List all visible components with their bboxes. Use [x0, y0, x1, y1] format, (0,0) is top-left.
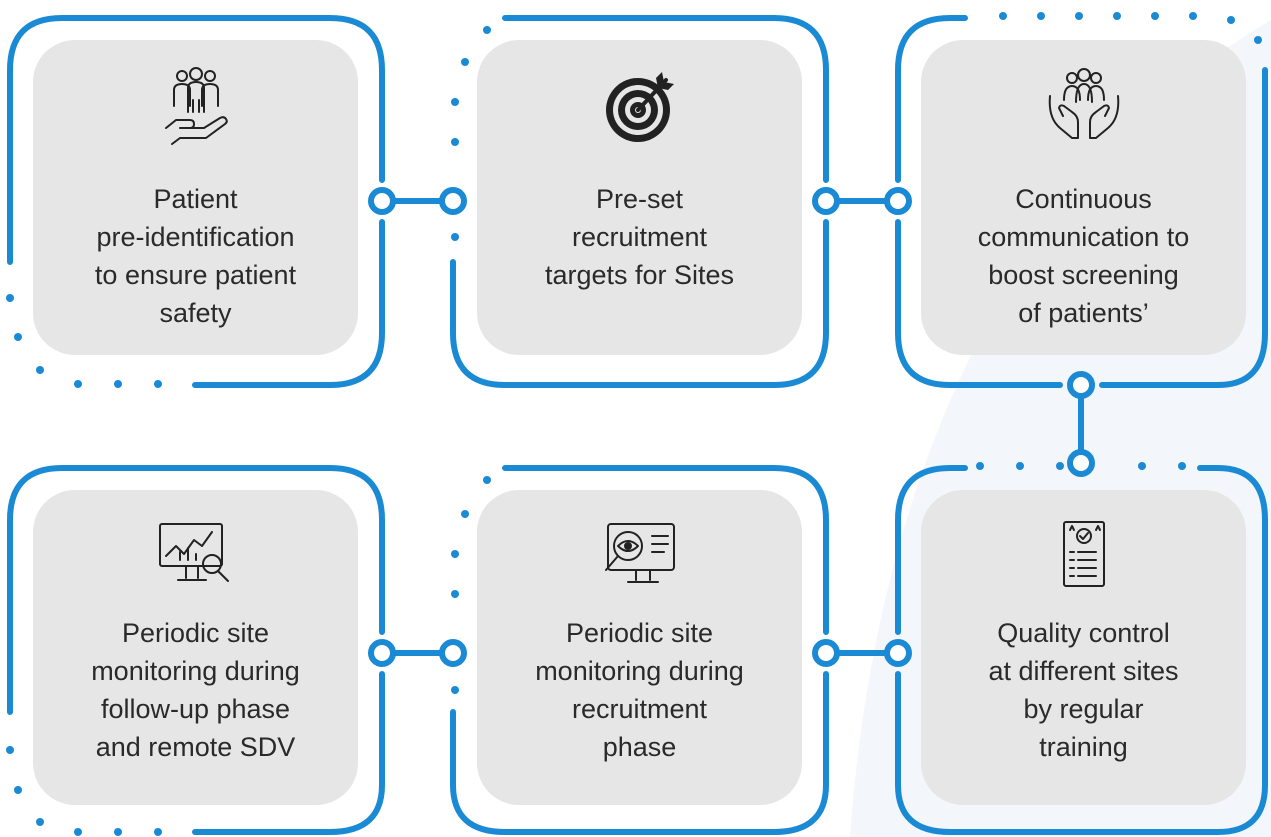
target-arrow-icon — [605, 72, 674, 142]
step-card-patient-pre-identification: Patient pre-identification to ensure pat… — [33, 40, 358, 355]
connector-node — [439, 639, 467, 667]
monitor-chart-magnifier-icon — [158, 523, 229, 582]
step-card-recruitment-targets: Pre-set recruitment targets for Sites — [477, 40, 802, 355]
step-label: Quality control at different sites by re… — [988, 618, 1179, 762]
monitor-eye-magnifier-icon — [604, 523, 675, 583]
step-label: Continuous communication to boost screen… — [977, 184, 1190, 328]
connector-node — [884, 639, 912, 667]
connector-node — [812, 187, 840, 215]
patient-care-hand-icon — [164, 67, 228, 145]
connector-node — [1067, 449, 1095, 477]
connector-node — [368, 187, 396, 215]
step-label: Periodic site monitoring during recruitm… — [535, 618, 744, 762]
connector-node — [812, 639, 840, 667]
connector-node — [439, 187, 467, 215]
certificate-checklist-icon — [1062, 521, 1105, 587]
step-label: Pre-set recruitment targets for Sites — [544, 184, 735, 290]
connector-node — [1067, 371, 1095, 399]
step-card-recruitment-monitoring: Periodic site monitoring during recruitm… — [477, 490, 802, 805]
step-card-quality-control: Quality control at different sites by re… — [921, 490, 1246, 805]
step-label: Periodic site monitoring during follow-u… — [91, 618, 300, 762]
connector-node — [368, 639, 396, 667]
hands-people-icon — [1048, 68, 1119, 139]
connector-node — [884, 187, 912, 215]
step-card-continuous-communication: Continuous communication to boost screen… — [921, 40, 1246, 355]
dotted-trail — [6, 12, 1262, 836]
step-card-follow-up-monitoring: Periodic site monitoring during follow-u… — [33, 490, 358, 805]
step-label: Patient pre-identification to ensure pat… — [94, 184, 297, 328]
